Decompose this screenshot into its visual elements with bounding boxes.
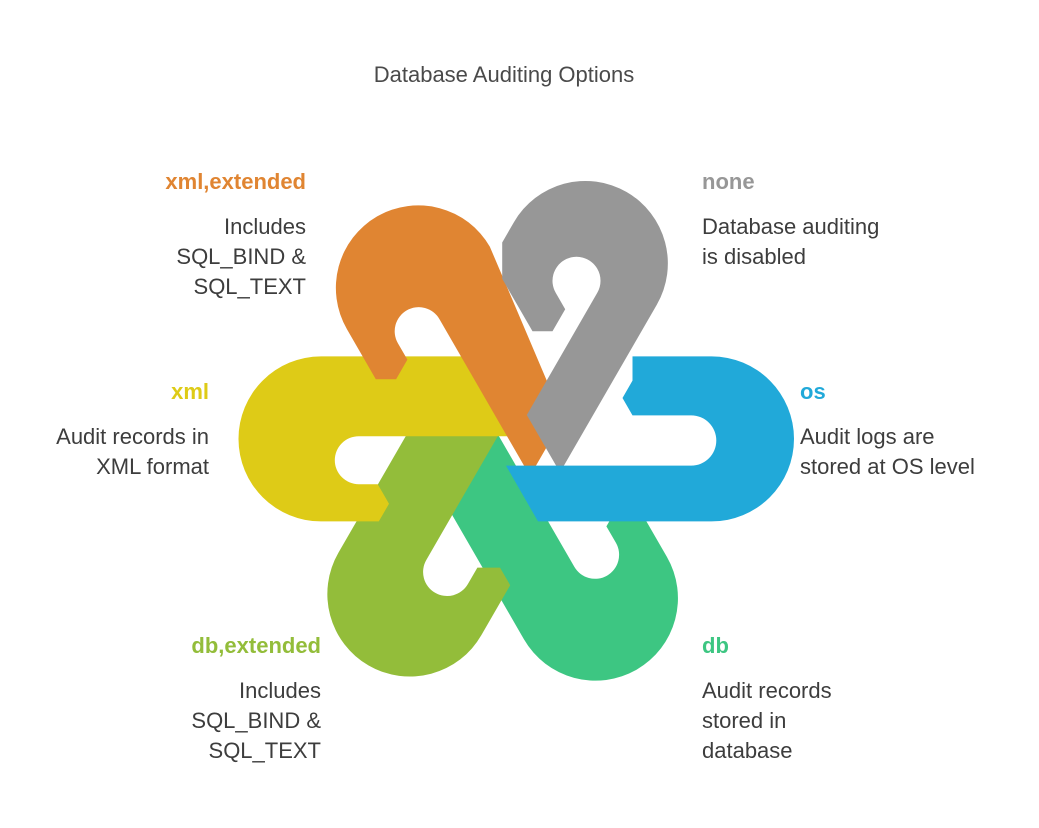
option-xml: xml Audit records in XML format — [0, 378, 209, 482]
option-db-extended: db,extended Includes SQL_BIND & SQL_TEXT — [0, 632, 321, 766]
option-name: os — [800, 379, 826, 404]
option-description: Audit logs are stored at OS level — [800, 424, 975, 479]
option-description: Includes SQL_BIND & SQL_TEXT — [176, 214, 306, 299]
petal-os — [506, 356, 794, 522]
option-description: Database auditing is disabled — [702, 214, 880, 269]
petal-xml — [238, 356, 540, 522]
option-description: Audit records in XML format — [56, 424, 209, 479]
option-none: none Database auditing is disabled — [702, 168, 1002, 272]
option-os: os Audit logs are stored at OS level — [800, 378, 1030, 482]
option-name: xml — [171, 379, 209, 404]
petal-db — [450, 410, 678, 681]
option-name: none — [702, 169, 755, 194]
option-xml-extended: xml,extended Includes SQL_BIND & SQL_TEX… — [0, 168, 306, 302]
diagram-title: Database Auditing Options — [373, 62, 635, 87]
option-description: Includes SQL_BIND & SQL_TEXT — [191, 678, 321, 763]
option-description: Audit records stored in database — [702, 678, 832, 763]
petal-xml-extended — [335, 205, 563, 476]
option-name: db — [702, 633, 729, 658]
option-db: db Audit records stored in database — [702, 632, 1002, 766]
petal-none — [502, 180, 668, 473]
petal-db-extended — [327, 403, 517, 677]
option-name: db,extended — [191, 633, 321, 658]
option-name: xml,extended — [165, 169, 306, 194]
